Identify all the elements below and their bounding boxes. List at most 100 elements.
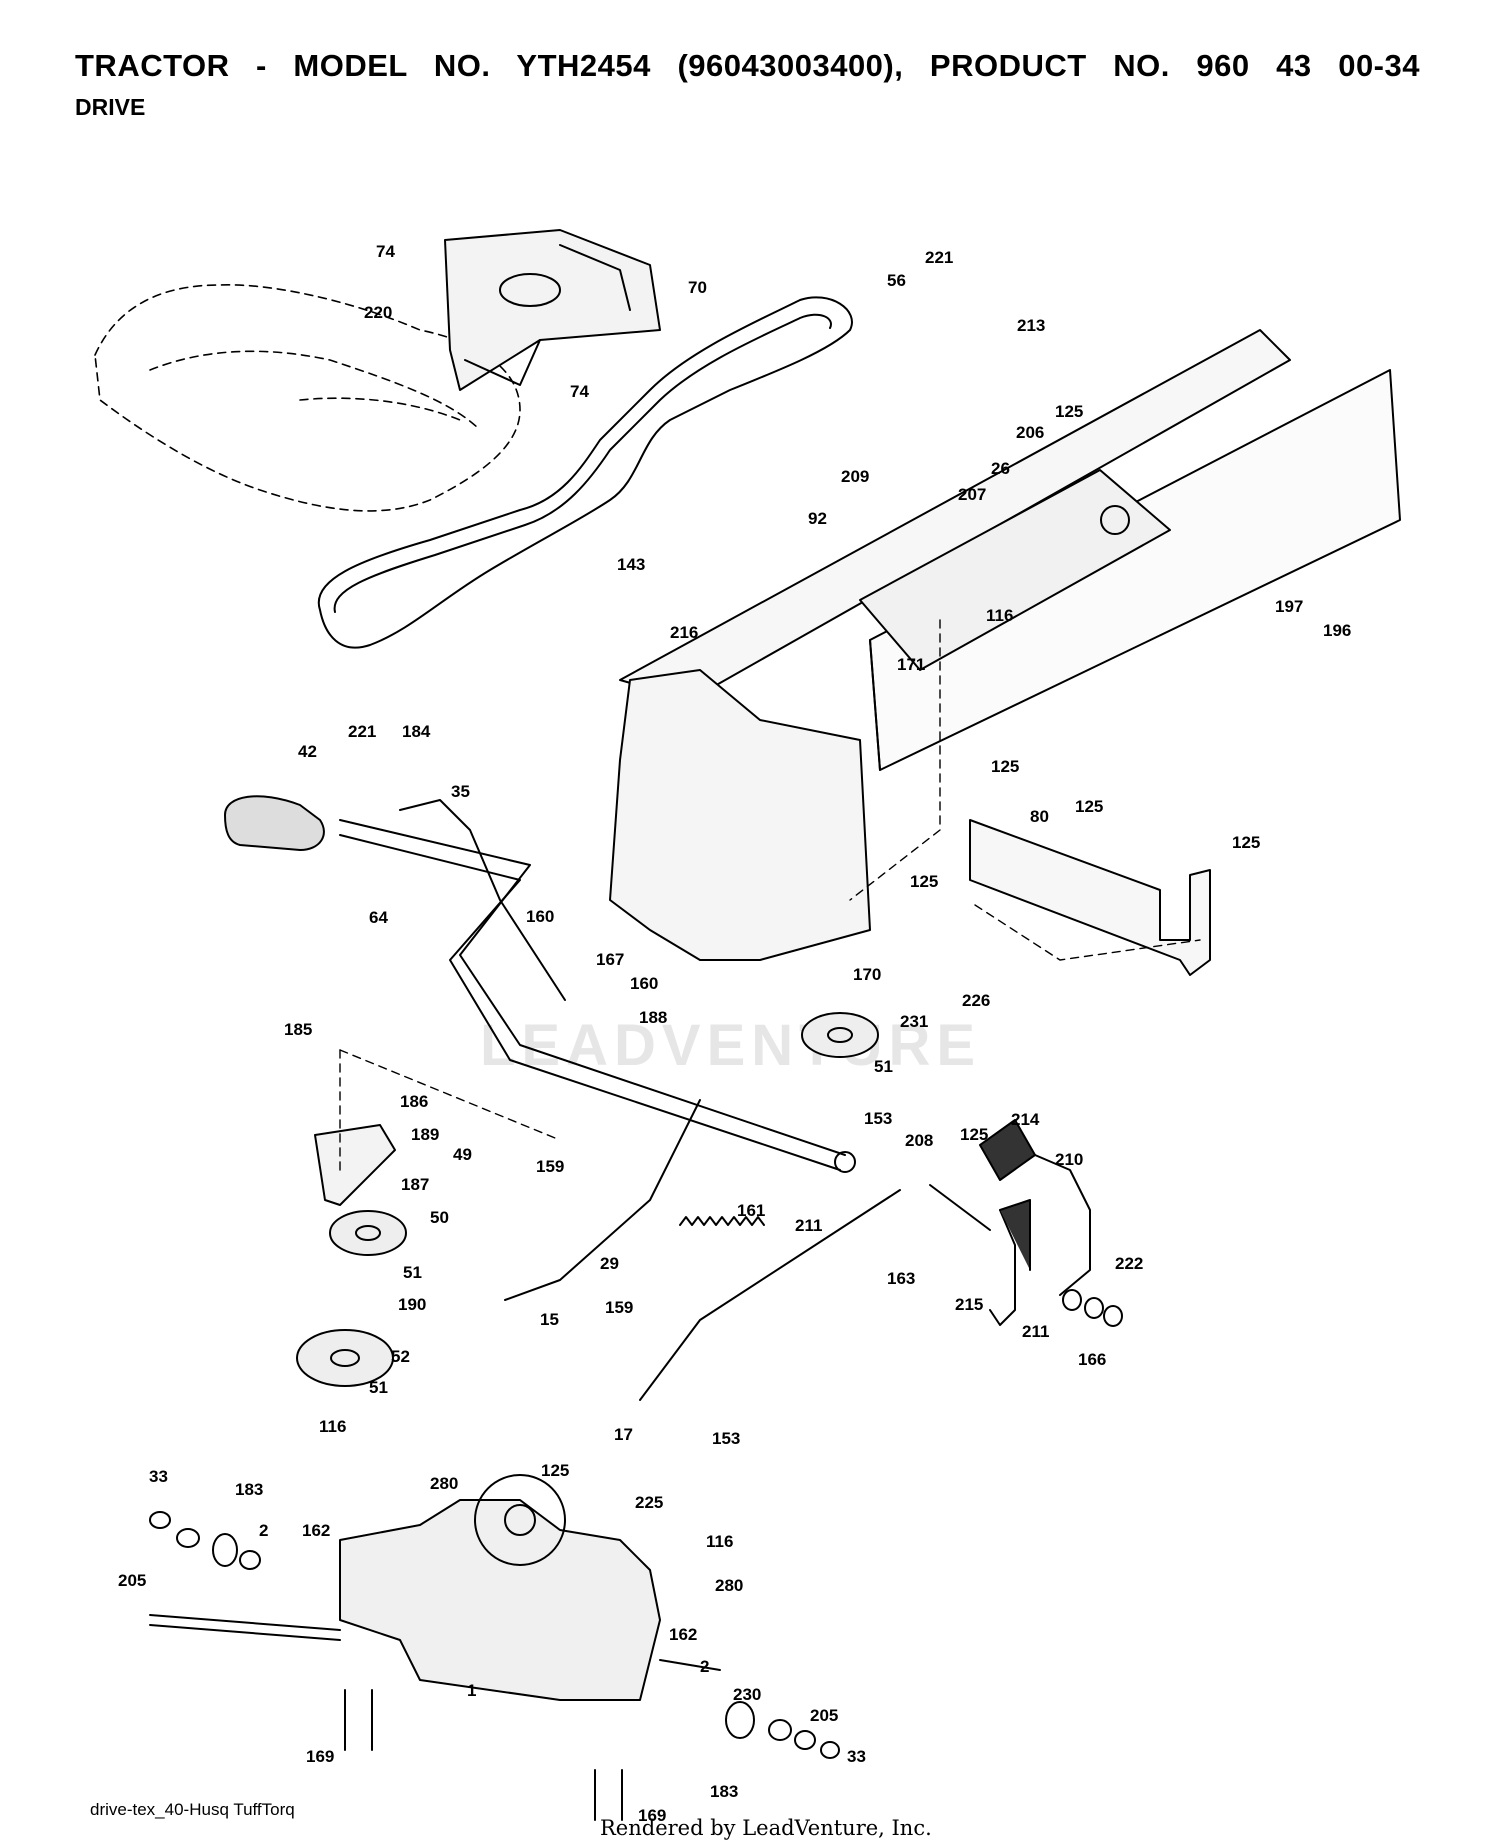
- bracket-80: [969, 819, 1211, 976]
- callout: 216: [670, 623, 698, 642]
- callout: 169: [638, 1806, 666, 1825]
- callout: 184: [402, 722, 431, 741]
- callout: 230: [733, 1685, 761, 1704]
- callout: 226: [962, 991, 990, 1010]
- callout: 221: [925, 248, 953, 267]
- callout: 197: [1275, 597, 1303, 616]
- front-plate: [609, 669, 871, 961]
- pedal-assembly: [929, 1119, 1091, 1326]
- callout: 49: [453, 1145, 472, 1164]
- callout: 280: [430, 1474, 458, 1493]
- callout: 162: [669, 1625, 697, 1644]
- callout: 166: [1078, 1350, 1106, 1369]
- callout: 190: [398, 1295, 426, 1314]
- callout: 161: [737, 1201, 765, 1220]
- callout: 225: [635, 1493, 663, 1512]
- drawing-id: drive-tex_40-Husq TuffTorq: [90, 1800, 295, 1819]
- pedal-shaft: [224, 795, 856, 1173]
- callout: 51: [874, 1057, 893, 1076]
- callout: 163: [887, 1269, 915, 1288]
- callout: 153: [864, 1109, 892, 1128]
- callout: 186: [400, 1092, 428, 1111]
- callout: 231: [900, 1012, 928, 1031]
- callout: 221: [348, 722, 376, 741]
- callout: 125: [1075, 797, 1103, 816]
- callout: 211: [1022, 1322, 1049, 1341]
- callout: 74: [376, 242, 395, 261]
- callout: 35: [451, 782, 470, 801]
- callout: 33: [149, 1467, 168, 1486]
- transaxle: [149, 1474, 721, 1701]
- page-title: TRACTOR - MODEL NO. YTH2454 (96043003400…: [75, 48, 1420, 83]
- callout: 185: [284, 1020, 312, 1039]
- callout: 153: [712, 1429, 740, 1448]
- callout: 183: [235, 1480, 263, 1499]
- callout: 51: [403, 1263, 422, 1282]
- dash-panel: [444, 229, 661, 391]
- callout: 33: [847, 1747, 866, 1766]
- callout: 210: [1055, 1150, 1083, 1169]
- callout: 125: [910, 872, 938, 891]
- drive-belt: [317, 296, 853, 649]
- callout: 207: [958, 485, 986, 504]
- callout: 125: [960, 1125, 988, 1144]
- callout: 170: [853, 965, 881, 984]
- callout: 56: [887, 271, 906, 290]
- idler-arm: [314, 1124, 396, 1206]
- callout: 159: [536, 1157, 564, 1176]
- pulley-52: [296, 1329, 394, 1387]
- watermark: LEADVENTURE: [480, 1013, 982, 1078]
- callout: 206: [1016, 423, 1044, 442]
- callout: 160: [526, 907, 554, 926]
- callout: 80: [1030, 807, 1049, 826]
- callout: 160: [630, 974, 658, 993]
- callout: 116: [319, 1417, 346, 1436]
- callout: 159: [605, 1298, 633, 1317]
- callout: 208: [905, 1131, 933, 1150]
- callout: 52: [391, 1347, 410, 1366]
- callout: 125: [1232, 833, 1260, 852]
- callout: 211: [795, 1216, 822, 1235]
- callout: 169: [306, 1747, 334, 1766]
- callout: 2: [259, 1521, 268, 1540]
- callout: 215: [955, 1295, 983, 1314]
- callout: 167: [596, 950, 624, 969]
- callout: 205: [810, 1706, 838, 1725]
- callout: 2: [700, 1657, 709, 1676]
- callout: 280: [715, 1576, 743, 1595]
- callout: 125: [541, 1461, 569, 1480]
- linkage-35: [399, 799, 566, 1001]
- callout: 189: [411, 1125, 439, 1144]
- callout: 74: [570, 382, 589, 401]
- callout: 162: [302, 1521, 330, 1540]
- callout: 26: [991, 459, 1010, 478]
- washers: [149, 1289, 1123, 1759]
- callout: 222: [1115, 1254, 1143, 1273]
- callout: 220: [364, 303, 392, 322]
- rod-29: [504, 1099, 701, 1301]
- callout: 213: [1017, 316, 1045, 335]
- callout: 187: [401, 1175, 429, 1194]
- callout: 205: [118, 1571, 146, 1590]
- callout: 125: [1055, 402, 1083, 421]
- callout: 143: [617, 555, 645, 574]
- callout: 125: [991, 757, 1019, 776]
- hood-outline: [94, 284, 521, 512]
- tractor-frame: [619, 329, 1401, 771]
- rod-163: [639, 1189, 901, 1401]
- page-subtitle: DRIVE: [75, 94, 146, 120]
- callout: 196: [1323, 621, 1351, 640]
- callout: 17: [614, 1425, 633, 1444]
- callout: 116: [706, 1532, 733, 1551]
- reference-lines: [339, 619, 1201, 1171]
- callout: 15: [540, 1310, 559, 1329]
- callout: 29: [600, 1254, 619, 1273]
- callout: 51: [369, 1378, 388, 1397]
- bolts-169: [344, 1689, 623, 1821]
- rendered-by: Rendered by LeadVenture, Inc.: [600, 1816, 932, 1840]
- callout: 209: [841, 467, 869, 486]
- callout: 171: [897, 655, 925, 674]
- pulley-231: [801, 1012, 879, 1058]
